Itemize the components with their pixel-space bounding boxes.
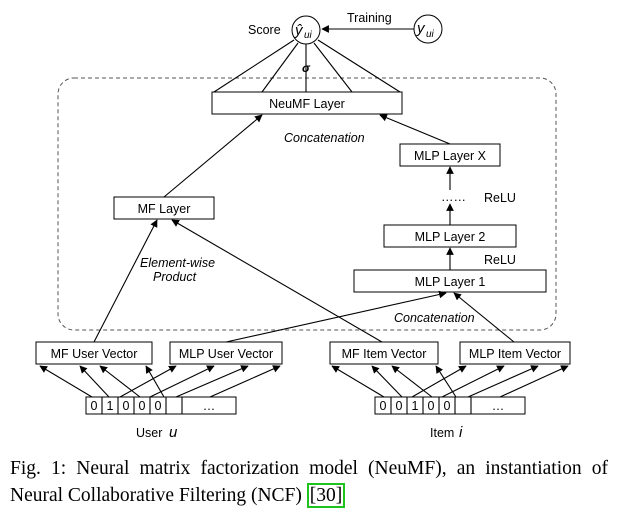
user-bit-1: 1: [107, 399, 114, 413]
ncf-diagram: Score ŷ ui y ui Training σ NeuMF Layer C…: [35, 11, 571, 441]
item-bit-0: 0: [380, 399, 387, 413]
user-one-hot-vector: 0 1 0 0 0 …: [85, 396, 237, 415]
neumf-layer-box: [211, 91, 403, 115]
target-subscript: ui: [426, 29, 435, 40]
user-bit-3: 0: [139, 399, 146, 413]
target-symbol: y: [416, 20, 426, 37]
mlp-user-to-mlp1-arrow: [225, 290, 447, 343]
mf-user-to-mf-layer-arrow: [93, 219, 158, 343]
user-bit-ellipsis: …: [203, 399, 216, 413]
mlp-layer-1-label: MLP Layer 1: [415, 275, 486, 289]
concatenation-bottom-label: Concatenation: [394, 311, 475, 325]
caption-text: Fig. 1: Neural matrix factorization mode…: [10, 458, 608, 506]
sigma-line-4: [313, 42, 353, 93]
mlp-layer-x-label: MLP Layer X: [414, 149, 487, 163]
sigma-line-2: [261, 42, 299, 93]
user-bit-4: 0: [155, 399, 162, 413]
item-bit-1: 0: [396, 399, 403, 413]
sigma-line-1: [213, 39, 295, 93]
prediction-subscript: ui: [304, 30, 313, 41]
mlp-user-vector-box: [169, 341, 283, 365]
mf-item-to-mf-layer-arrow: [171, 219, 383, 343]
relu-lower-label: ReLU: [484, 253, 516, 267]
prediction-symbol: ŷ: [294, 22, 304, 39]
item-bit-2: 1: [412, 399, 419, 413]
sigma-line-5: [317, 39, 401, 93]
user-embedding-lines: [39, 365, 281, 398]
mf-to-neumf-arrow: [163, 114, 263, 198]
relu-upper-label: ReLU: [484, 191, 516, 205]
mf-item-vector-box: [329, 341, 439, 365]
mf-user-vector-box: [35, 341, 153, 365]
sigma-label: σ: [302, 61, 311, 75]
user-label: User: [136, 426, 162, 440]
item-bit-4: 0: [444, 399, 451, 413]
mlp-layer-2-box: [383, 224, 517, 248]
figure-caption: Fig. 1: Neural matrix factorization mode…: [10, 455, 608, 509]
neumf-layer-label: NeuMF Layer: [269, 97, 345, 111]
ncf-layers-frame: [57, 77, 557, 331]
concatenation-top-label: Concatenation: [284, 131, 365, 145]
dots-label: ……: [441, 190, 466, 204]
item-bit-3: 0: [428, 399, 435, 413]
mlp-item-vector-box: [459, 341, 571, 365]
user-bit-2: 0: [123, 399, 130, 413]
mlp-user-vector-label: MLP User Vector: [179, 347, 273, 361]
mlp-item-to-mlp1-arrow: [453, 292, 515, 343]
mf-layer-label: MF Layer: [138, 202, 191, 216]
item-label: Item: [430, 426, 454, 440]
mlp-item-vector-label: MLP Item Vector: [469, 347, 561, 361]
mlp-layer-2-label: MLP Layer 2: [415, 230, 486, 244]
item-variable: i: [459, 424, 463, 441]
item-bit-ellipsis: …: [492, 399, 505, 413]
training-label: Training: [347, 11, 392, 25]
citation-link[interactable]: [30]: [306, 483, 346, 508]
user-bit-0: 0: [91, 399, 98, 413]
user-variable: u: [169, 424, 178, 441]
mlp-to-neumf-arrow: [379, 114, 451, 145]
mf-item-vector-label: MF Item Vector: [342, 347, 427, 361]
score-label: Score: [248, 23, 281, 37]
mf-user-vector-label: MF User Vector: [51, 347, 138, 361]
element-wise-label-2: Product: [153, 270, 197, 284]
item-one-hot-vector: 0 0 1 0 0 …: [374, 396, 526, 415]
mlp-layer-1-box: [353, 269, 547, 293]
element-wise-label-1: Element-wise: [140, 256, 215, 270]
item-embedding-lines: [331, 365, 569, 398]
